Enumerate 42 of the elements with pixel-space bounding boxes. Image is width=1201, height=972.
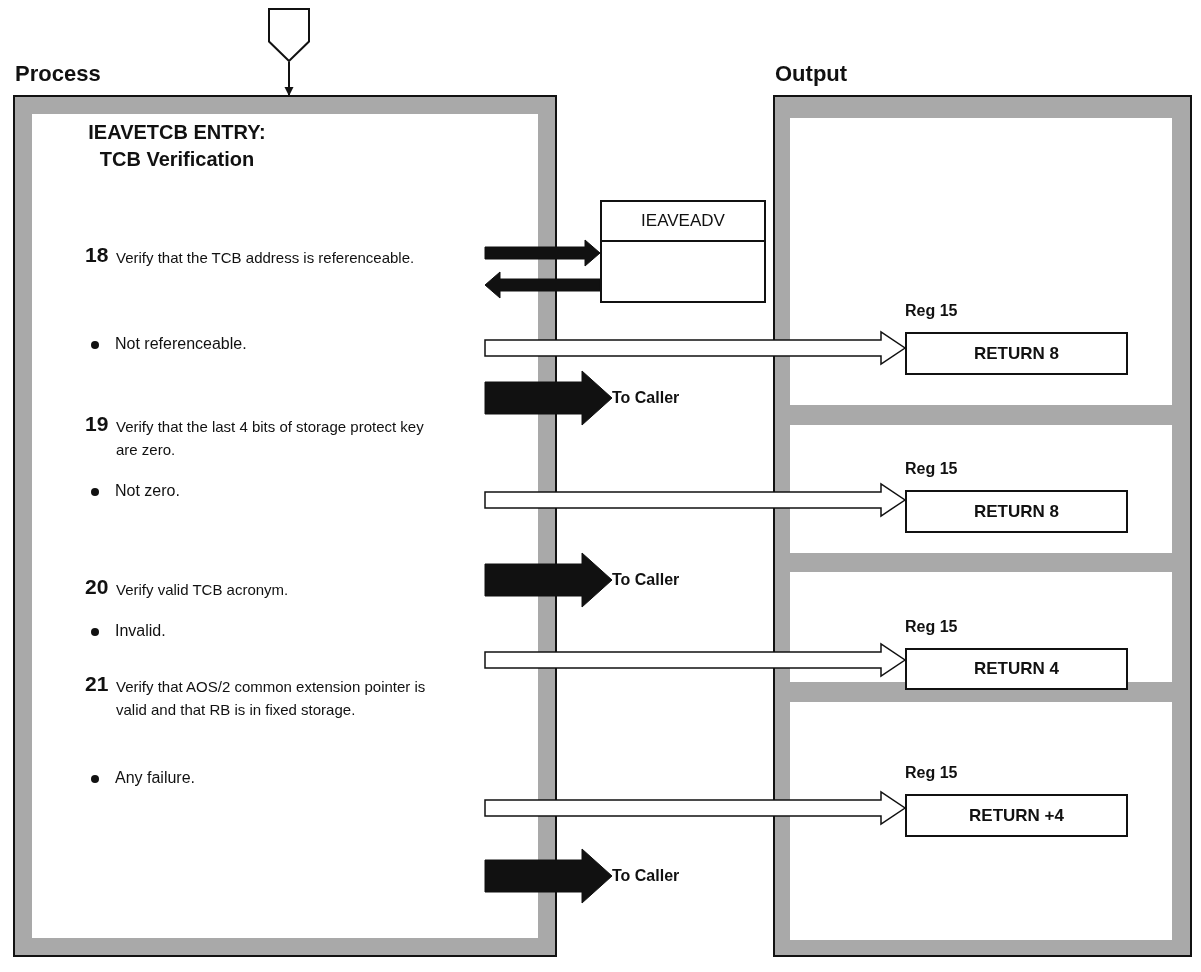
panel-heading: Process — [15, 61, 101, 87]
module-box — [600, 200, 766, 303]
output-section — [790, 425, 1172, 553]
bullet-text: Not referenceable. — [85, 335, 485, 360]
register-label: Reg 15 — [905, 460, 958, 478]
section-title: IEAVETCB ENTRY: TCB Verification — [87, 120, 267, 172]
hollow-arrow — [484, 642, 907, 678]
block-arrow — [484, 239, 601, 267]
return-box: RETURN +4 — [905, 794, 1128, 837]
panel-heading: Output — [775, 61, 848, 87]
return-box: RETURN 8 — [905, 490, 1128, 533]
target-label: To Caller — [612, 386, 722, 410]
block-arrow — [484, 848, 613, 904]
step-number: 18 — [85, 243, 109, 267]
return-box: RETURN 4 — [905, 648, 1128, 690]
register-label: Reg 15 — [905, 302, 958, 320]
step-description: Verify that AOS/2 common extension pointer is valid and that RB is in fixed storage. — [116, 677, 427, 720]
output-section — [790, 118, 1172, 405]
step-number: 20 — [85, 575, 109, 599]
register-label: Reg 15 — [905, 618, 958, 636]
step-description: Verify valid TCB acronym. — [116, 580, 290, 600]
bullet-text: Any failure. — [85, 769, 485, 815]
off-page-connector — [268, 8, 310, 62]
bullet-text: Invalid. — [85, 622, 485, 668]
step-number: 21 — [85, 672, 109, 696]
return-box: RETURN 8 — [905, 332, 1128, 375]
block-arrow — [484, 370, 613, 426]
hollow-arrow — [484, 482, 907, 518]
bullet-text: Not zero. — [85, 482, 485, 507]
step-description: Verify that the TCB address is referenceable. — [116, 248, 416, 268]
module-name: IEAVEADV — [602, 202, 764, 242]
step-description: Verify that the last 4 bits of storage protect key are zero. — [116, 417, 425, 460]
output-section — [790, 702, 1172, 940]
target-label: To Caller — [612, 864, 722, 888]
block-arrow — [484, 552, 613, 608]
arrow — [284, 61, 294, 97]
hollow-arrow — [484, 330, 907, 366]
block-arrow — [484, 271, 601, 299]
hollow-arrow — [484, 790, 907, 826]
register-label: Reg 15 — [905, 764, 958, 782]
step-number: 19 — [85, 412, 109, 436]
target-label: To Caller — [612, 568, 722, 592]
